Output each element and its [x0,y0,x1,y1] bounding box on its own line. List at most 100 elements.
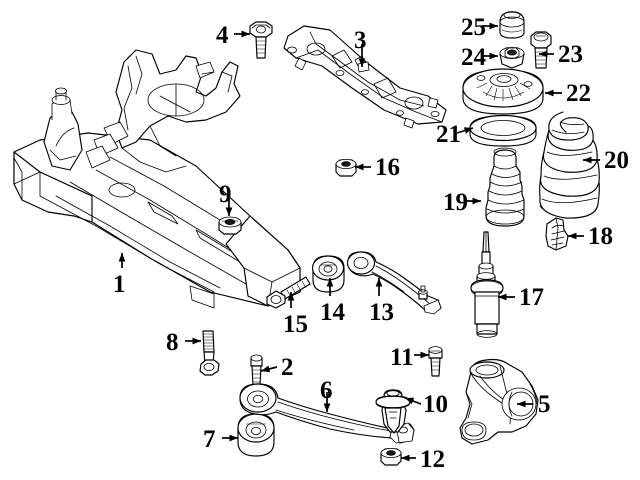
leader-11 [414,351,429,359]
callout-22: 22 [566,80,591,107]
callout-4: 4 [216,22,229,49]
leader-24 [482,52,498,60]
callout-24: 24 [461,44,486,71]
leader-16 [355,163,371,171]
callout-10: 10 [423,391,448,418]
arrowhead-9 [225,207,233,216]
arrowhead-7 [229,434,238,442]
arrowhead-25 [489,22,498,30]
arrowhead-1 [118,253,126,262]
arrowhead-2 [261,365,271,373]
arrowhead-16 [355,163,364,171]
callout-25: 25 [461,14,486,41]
callout-18: 18 [588,223,613,250]
arrowhead-23 [539,50,548,58]
part-strut-mount-bolt [530,31,552,69]
leader-5 [517,400,533,408]
leader-13 [375,278,383,296]
leader-14 [326,278,334,296]
arrowhead-3 [358,58,366,67]
leader-2 [260,365,278,373]
leader-6 [323,392,331,412]
callout-11: 11 [390,344,414,371]
part-front-subframe-crossmember [13,49,301,309]
part-steering-knuckle [459,358,539,445]
leader-21 [456,127,474,134]
arrowhead-11 [420,351,429,359]
arrowhead-15 [287,292,295,301]
callout-8: 8 [166,329,179,356]
callout-16: 16 [375,154,400,181]
arrowhead-4 [241,30,250,38]
leader-19 [464,197,481,205]
callout-23: 23 [558,41,583,68]
callout-3: 3 [354,27,367,54]
leader-7 [222,434,238,442]
callout-2: 2 [281,354,294,381]
part-strut-shock-absorber [470,231,504,338]
leader-25 [482,22,498,30]
part-control-arm-bushing [237,413,275,457]
part-subframe-nut [218,216,242,235]
part-spring-upper-seat [469,114,537,147]
part-tension-strut-bolt [266,276,311,309]
arrowhead-20 [583,156,592,164]
callout-leader-lines [118,22,600,462]
callout-19: 19 [443,189,468,216]
callout-20: 20 [604,147,629,174]
part-tension-strut [346,251,442,315]
part-control-arm-bolt [199,330,220,376]
leader-12 [401,454,416,462]
callout-12: 12 [420,446,445,473]
part-strut-mount-bearing [462,68,544,115]
arrowhead-13 [375,278,383,287]
callout-5: 5 [538,391,551,418]
part-ball-joint-nut [380,447,402,466]
arrowhead-22 [545,89,554,97]
arrowhead-17 [498,293,507,301]
part-strut-rod-cap [499,11,525,39]
part-lower-ball-joint [375,389,411,434]
part-bump-stop-boot [485,147,525,227]
leader-20 [583,156,600,164]
arrowhead-12 [401,454,410,462]
arrowhead-8 [192,337,201,345]
leader-18 [568,232,584,240]
callout-9: 9 [219,181,232,208]
leader-1 [118,253,126,268]
arrowhead-24 [489,52,498,60]
leader-9 [225,198,233,216]
part-spring-pad-insulator [545,217,569,251]
leader-23 [539,50,554,58]
callout-17: 17 [519,284,544,311]
leader-22 [545,89,562,97]
part-ball-joint-bolt [428,346,443,377]
arrowhead-21 [463,127,473,134]
arrowhead-6 [323,403,331,412]
part-coil-spring [539,111,600,219]
callout-7: 7 [203,426,216,453]
callout-15: 15 [283,311,308,338]
leader-17 [498,293,515,301]
part-strut-rod-nut [499,47,525,69]
arrowhead-18 [568,232,577,240]
callout-21: 21 [436,121,461,148]
leader-10 [404,397,422,405]
arrowhead-14 [326,278,334,287]
callout-1: 1 [113,271,126,298]
leader-15 [287,292,295,308]
leader-4 [234,30,250,38]
arrowhead-10 [405,397,415,405]
arrowhead-19 [472,197,481,205]
callout-13: 13 [369,299,394,326]
arrowhead-5 [517,400,526,408]
part-tension-strut-bushing [311,255,345,293]
part-strut-tower-nut [335,158,357,177]
leader-3 [358,44,366,67]
callout-14: 14 [320,299,345,326]
callout-6: 6 [320,377,333,404]
part-subframe-mount-bolt [249,21,273,59]
leader-8 [185,337,201,345]
